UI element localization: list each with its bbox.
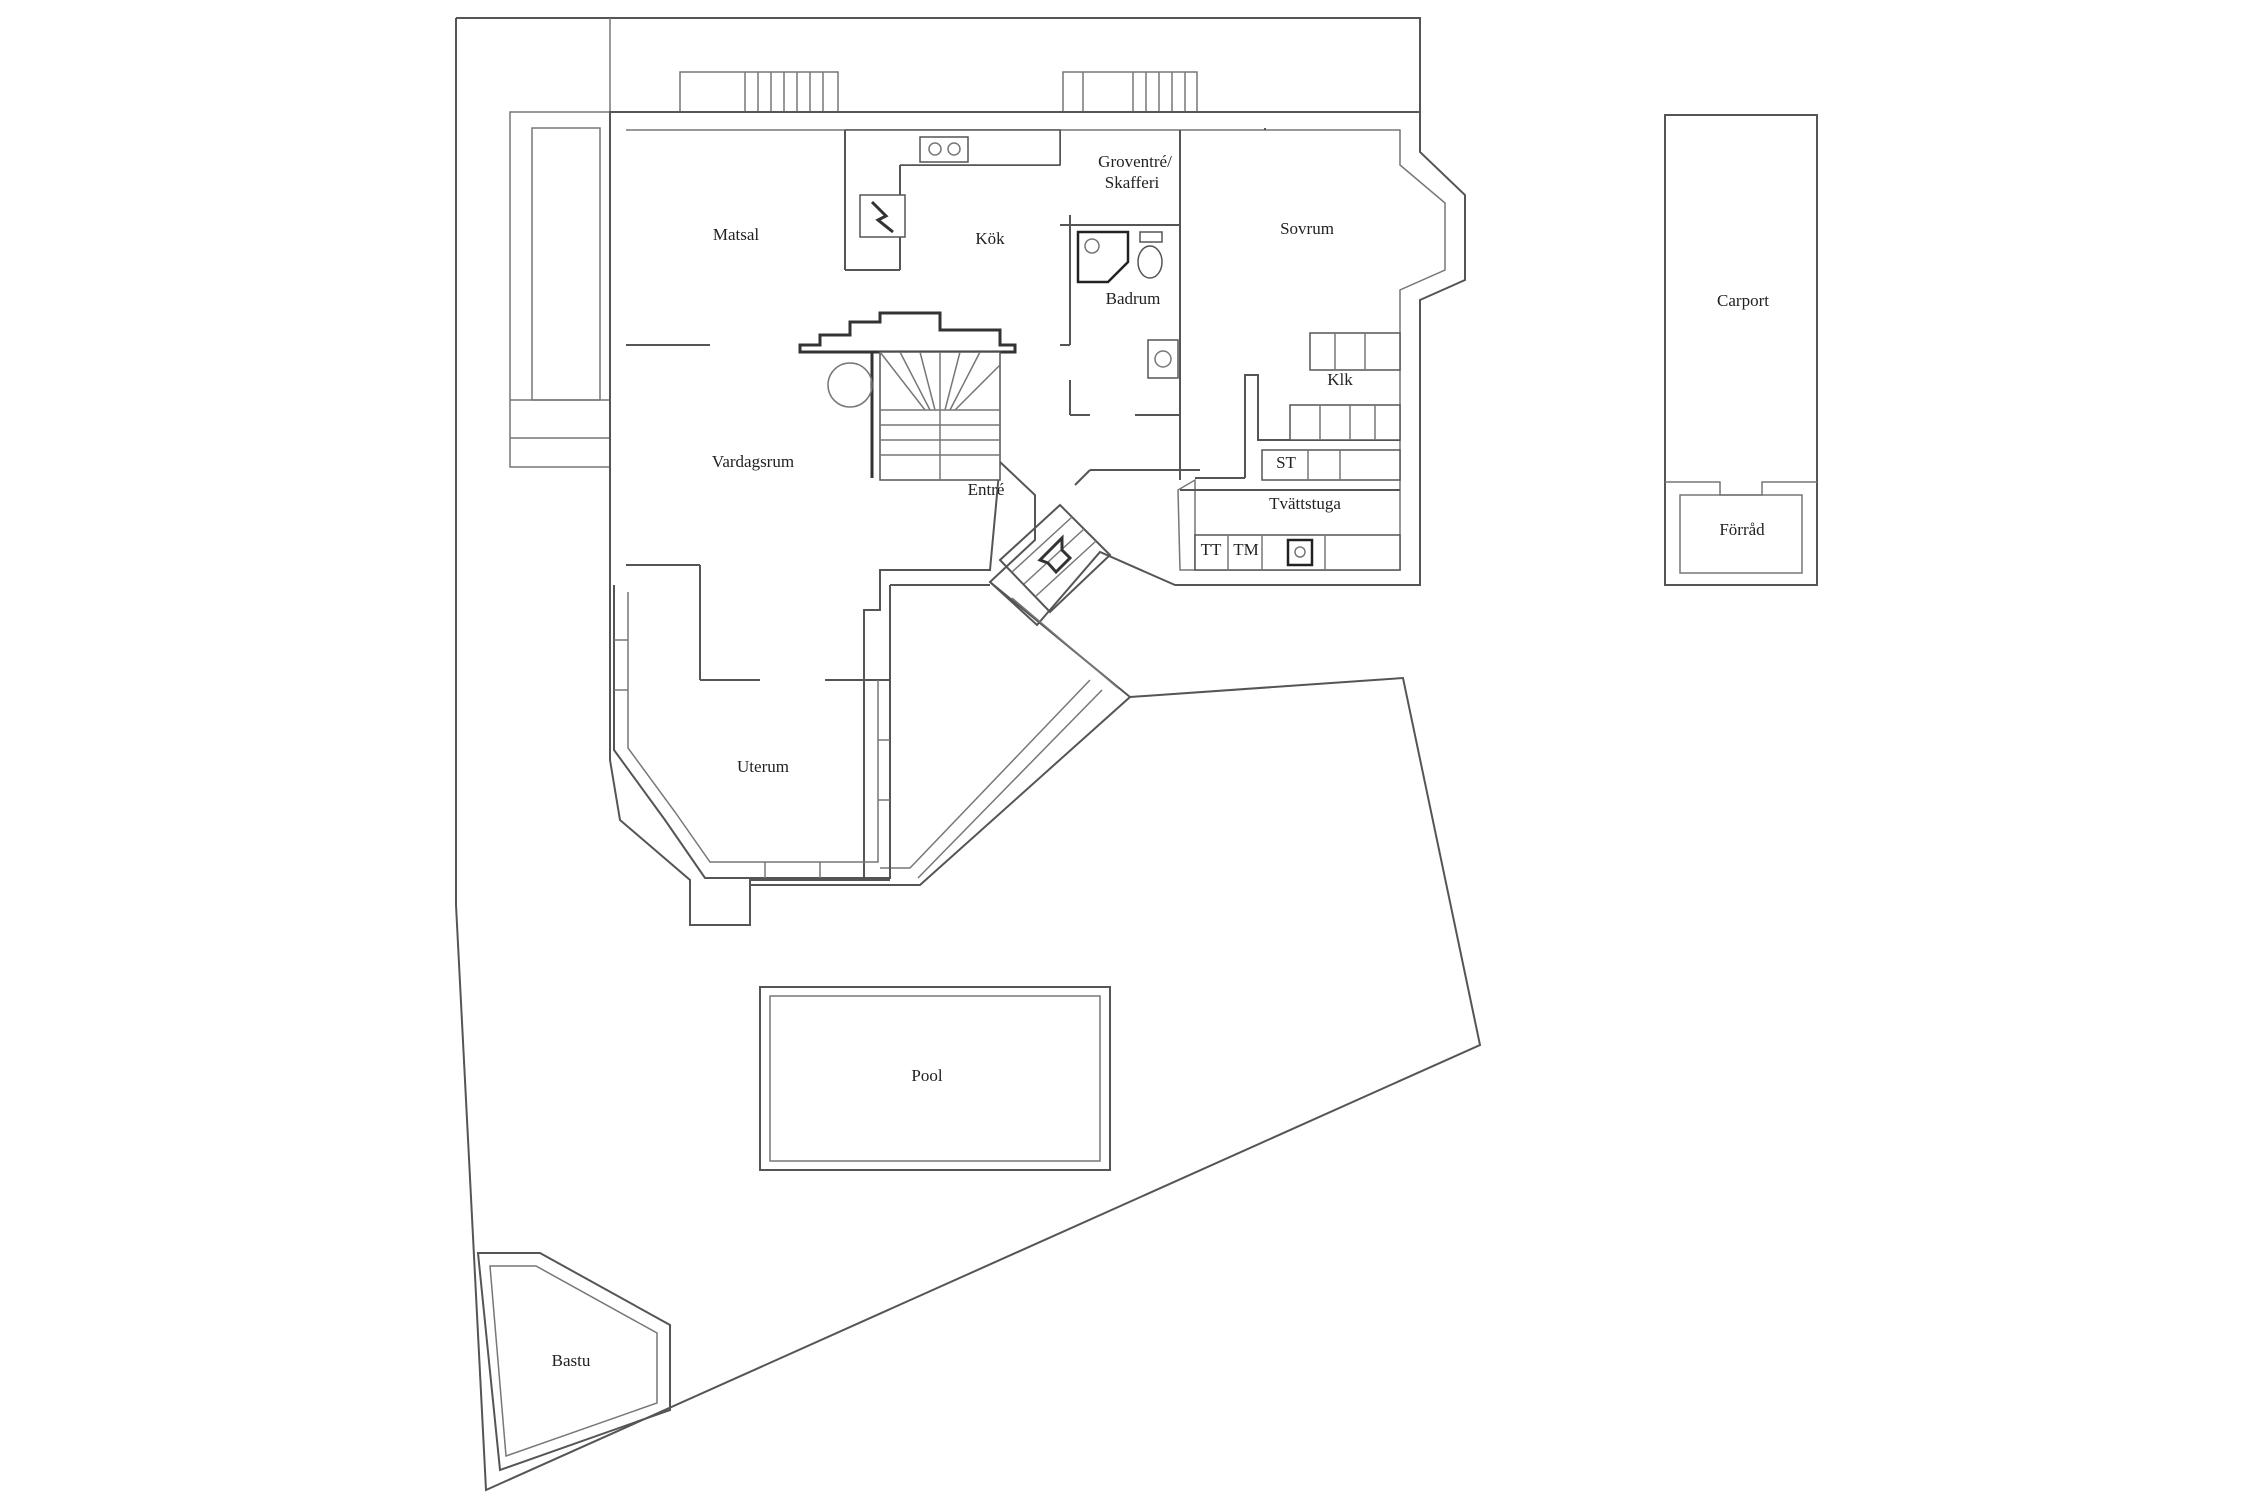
room-label-badrum: Badrum <box>1106 289 1161 308</box>
room-label-vardagsrum: Vardagsrum <box>712 452 794 471</box>
carport <box>1664 114 1818 586</box>
pool <box>759 986 1111 1171</box>
room-label-carport: Carport <box>1717 291 1769 310</box>
house-exterior-inner <box>626 129 1446 571</box>
room-label-kok: Kök <box>975 229 1005 248</box>
sauna <box>476 1252 671 1472</box>
appliance-label-tt: TT <box>1201 540 1222 559</box>
room-label-forrad: Förråd <box>1719 520 1765 539</box>
room-label-skafferi: Skafferi <box>1105 173 1160 192</box>
room-label-matsal: Matsal <box>713 225 760 244</box>
room-label-groventre: Groventré/ <box>1098 152 1172 171</box>
interior-walls <box>626 128 1400 681</box>
room-label-pool: Pool <box>911 1066 942 1085</box>
kitchen-counter <box>845 129 1061 238</box>
north-terrace <box>679 71 1198 112</box>
west-terrace <box>509 111 611 468</box>
room-label-entre: Entré <box>968 480 1005 499</box>
room-label-tvattstuga: Tvättstuga <box>1269 494 1341 513</box>
bathroom-fixtures <box>1076 230 1179 379</box>
room-label-bastu: Bastu <box>552 1351 591 1370</box>
room-label-uterum: Uterum <box>737 757 789 776</box>
walkway <box>750 581 1132 886</box>
room-label-klk: Klk <box>1327 370 1353 389</box>
closet-fixtures <box>1244 332 1401 441</box>
appliance-label-st: ST <box>1276 453 1296 472</box>
laundry-fixtures <box>1194 449 1401 571</box>
sunroom <box>613 585 891 879</box>
room-label-sovrum: Sovrum <box>1280 219 1334 238</box>
entrance-steps <box>998 503 1112 614</box>
staircase <box>798 311 1017 481</box>
lot-boundary <box>455 17 1482 1492</box>
appliance-label-tm: TM <box>1233 540 1259 559</box>
